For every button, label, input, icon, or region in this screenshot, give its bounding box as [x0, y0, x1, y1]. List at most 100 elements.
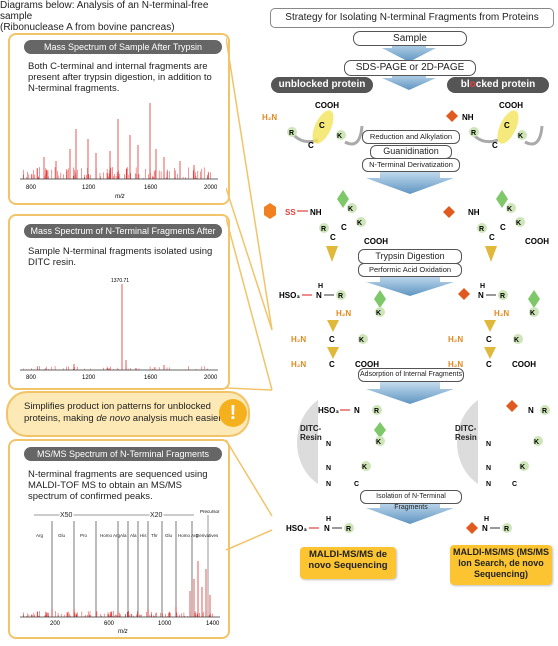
spectrum-peaks: [23, 561, 213, 617]
svg-text:HSO₃: HSO₃: [318, 406, 339, 415]
svg-text:R: R: [289, 130, 294, 137]
unblocked-protein-label: unblocked protein: [271, 77, 373, 93]
panel-trypsin-spectrum: Mass Spectrum of Sample After Trypsin Di…: [8, 33, 230, 205]
tick-label: 1200: [82, 185, 96, 191]
svg-text:C: C: [319, 121, 325, 130]
peak-label: Ala: [130, 533, 137, 538]
svg-text:H: H: [326, 516, 331, 523]
svg-text:C: C: [500, 223, 506, 232]
intro-line-2: (Ribonuclease A from bovine pancreas): [0, 22, 175, 33]
svg-text:K: K: [348, 206, 353, 213]
svg-text:K: K: [534, 439, 539, 446]
svg-text:K: K: [514, 337, 519, 344]
svg-text:N: N: [486, 481, 491, 488]
peak-label: Thr: [151, 533, 158, 538]
svg-text:R: R: [479, 226, 484, 233]
svg-text:N: N: [324, 524, 330, 533]
panel-title: MS/MS Spectrum of N-Terminal Fragments: [24, 447, 222, 461]
flow-title: Strategy for Isolating N-terminal Fragme…: [270, 8, 554, 28]
svg-text:COOH: COOH: [512, 360, 536, 369]
panel-msms-spectrum: MS/MS Spectrum of N-Terminal Fragments N…: [8, 439, 230, 639]
svg-text:N: N: [326, 465, 331, 472]
intro-text: Diagrams below: Analysis of an N-termina…: [0, 0, 240, 33]
svg-text:HSO₃: HSO₃: [286, 524, 307, 533]
svg-text:R: R: [542, 408, 547, 415]
svg-text:K: K: [357, 220, 362, 227]
svg-text:K: K: [359, 337, 364, 344]
result-maldi-ion-search: MALDI-MS/MS (MS/MS Ion Search, de novo S…: [450, 545, 552, 585]
tick-label: 2000: [204, 375, 218, 381]
result-maldi-de-novo: MALDI-MS/MS de novo Sequencing: [300, 547, 396, 579]
svg-text:R: R: [374, 408, 379, 415]
peak-label: Pro: [80, 533, 88, 538]
svg-text:H₂N: H₂N: [291, 335, 306, 344]
svg-text:R: R: [504, 526, 509, 533]
svg-text:COOH: COOH: [499, 101, 523, 110]
callout-emphasis: de novo: [96, 413, 131, 424]
svg-text:N: N: [486, 441, 491, 448]
peak-label: Homo Arg: [100, 533, 121, 538]
peak-label: Homo Arg: [178, 533, 199, 538]
connector-lines: [226, 37, 273, 551]
svg-text:K: K: [337, 133, 342, 140]
svg-text:COOH: COOH: [355, 360, 379, 369]
warning-icon: !: [219, 399, 247, 427]
ion-marker-lines: [51, 521, 193, 617]
down-arrow: [366, 170, 454, 194]
step-reduction-alkylation: Reduction and Alkylation: [362, 130, 460, 144]
svg-text:C: C: [308, 141, 314, 150]
svg-text:C: C: [492, 141, 498, 150]
svg-text:H: H: [480, 283, 485, 290]
svg-text:C: C: [489, 233, 495, 242]
svg-text:NH: NH: [462, 113, 474, 122]
svg-text:N: N: [486, 465, 491, 472]
svg-text:COOH: COOH: [315, 101, 339, 110]
svg-text:N: N: [478, 291, 484, 300]
svg-text:K: K: [520, 464, 525, 471]
panel-description: N-terminal fragments are sequenced using…: [28, 469, 208, 502]
svg-text:R: R: [471, 130, 476, 137]
svg-text:COOH: COOH: [525, 237, 549, 246]
peak-label: Glu: [165, 533, 173, 538]
h2n-label: H₂N: [262, 113, 277, 122]
peak-label: His: [140, 533, 147, 538]
panel-title: Mass Spectrum of Sample After Trypsin Di…: [24, 40, 222, 66]
sample-label: Sample: [353, 31, 467, 46]
ditc-resin-label-left: DITC-Resin: [300, 424, 322, 442]
tick-label: 1600: [144, 375, 158, 381]
svg-text:NH: NH: [468, 208, 480, 217]
panel-isolated-spectrum: Mass Spectrum of N-Terminal Fragments Af…: [8, 214, 230, 390]
peak-label: 1370.71: [111, 278, 129, 284]
mass-spectrum-chart-1: 800 1200 1600 2000 m/z: [20, 103, 218, 200]
svg-text:H₂N: H₂N: [336, 309, 351, 318]
peak-label: Derivatives: [196, 533, 219, 538]
panel-description: Sample N-terminal fragments isolated usi…: [28, 246, 213, 268]
svg-text:H: H: [318, 283, 323, 290]
svg-text:HSO₃: HSO₃: [279, 291, 300, 300]
svg-text:K: K: [530, 310, 535, 317]
down-arrow: [366, 500, 454, 524]
peak-label: Glu: [58, 533, 66, 538]
svg-text:R: R: [321, 226, 326, 233]
svg-text:H₂N: H₂N: [494, 309, 509, 318]
tick-label: 1600: [144, 185, 158, 191]
blocked-protein-label: blocked protein: [447, 77, 549, 93]
tick-label: 800: [26, 185, 37, 191]
svg-text:C: C: [329, 360, 335, 369]
svg-text:C: C: [329, 335, 335, 344]
svg-text:C: C: [486, 335, 492, 344]
step-guanidination: Guanidination: [370, 145, 452, 159]
svg-text:N: N: [316, 291, 322, 300]
svg-text:K: K: [516, 220, 521, 227]
svg-text:K: K: [518, 133, 523, 140]
svg-text:C: C: [341, 223, 347, 232]
peak-label: Ala: [120, 533, 127, 538]
svg-text:N: N: [482, 524, 488, 533]
mass-spectrum-chart-2: 1370.71 800 1200 1600 2000: [20, 278, 218, 381]
svg-text:K: K: [376, 439, 381, 446]
tick-label: 600: [104, 621, 115, 627]
svg-text:K: K: [362, 464, 367, 471]
gel-label: SDS-PAGE or 2D-PAGE: [344, 60, 476, 76]
svg-text:H₂N: H₂N: [448, 335, 463, 344]
